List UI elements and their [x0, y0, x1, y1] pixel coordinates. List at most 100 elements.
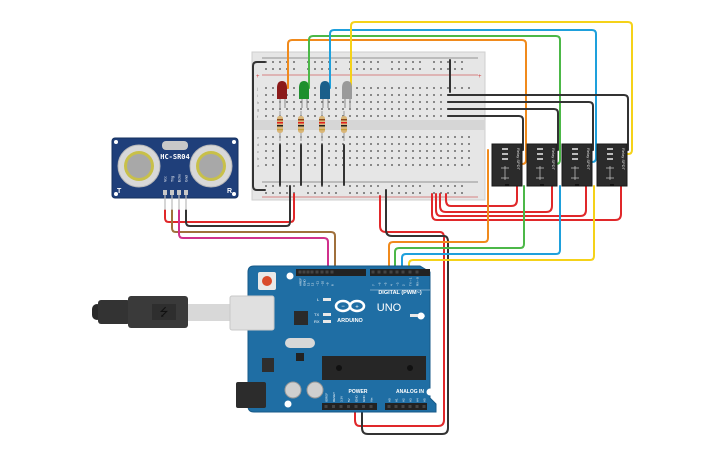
- breadboard-hole[interactable]: [426, 157, 428, 159]
- resistor[interactable]: [298, 111, 304, 141]
- rail-hole[interactable]: [272, 192, 274, 194]
- breadboard-hole[interactable]: [370, 115, 372, 117]
- rail-hole[interactable]: [447, 61, 449, 63]
- breadboard-hole[interactable]: [279, 108, 281, 110]
- breadboard-hole[interactable]: [405, 143, 407, 145]
- rail-hole[interactable]: [419, 192, 421, 194]
- breadboard-hole[interactable]: [286, 157, 288, 159]
- breadboard-hole[interactable]: [391, 115, 393, 117]
- breadboard-hole[interactable]: [328, 164, 330, 166]
- rail-hole[interactable]: [377, 68, 379, 70]
- breadboard-hole[interactable]: [328, 108, 330, 110]
- rail-hole[interactable]: [391, 192, 393, 194]
- breadboard-hole[interactable]: [363, 115, 365, 117]
- rail-hole[interactable]: [279, 192, 281, 194]
- breadboard-hole[interactable]: [405, 94, 407, 96]
- rail-hole[interactable]: [265, 185, 267, 187]
- breadboard-hole[interactable]: [391, 94, 393, 96]
- resistor[interactable]: [341, 111, 347, 141]
- breadboard-hole[interactable]: [272, 157, 274, 159]
- breadboard-hole[interactable]: [426, 136, 428, 138]
- breadboard-hole[interactable]: [433, 164, 435, 166]
- breadboard-hole[interactable]: [293, 157, 295, 159]
- rail-hole[interactable]: [356, 61, 358, 63]
- header-pin[interactable]: [371, 270, 375, 274]
- breadboard-hole[interactable]: [356, 143, 358, 145]
- breadboard-hole[interactable]: [384, 150, 386, 152]
- rail-hole[interactable]: [405, 185, 407, 187]
- breadboard-hole[interactable]: [335, 157, 337, 159]
- breadboard-hole[interactable]: [265, 87, 267, 89]
- breadboard-hole[interactable]: [349, 143, 351, 145]
- analog-pin[interactable]: [387, 405, 391, 408]
- breadboard-hole[interactable]: [419, 136, 421, 138]
- wire-red-relay-1[interactable]: [445, 185, 518, 207]
- breadboard-hole[interactable]: [419, 143, 421, 145]
- breadboard-hole[interactable]: [328, 150, 330, 152]
- breadboard-hole[interactable]: [433, 101, 435, 103]
- breadboard-hole[interactable]: [307, 136, 309, 138]
- header-pin[interactable]: [302, 270, 306, 274]
- breadboard-hole[interactable]: [454, 136, 456, 138]
- breadboard-hole[interactable]: [377, 87, 379, 89]
- breadboard-hole[interactable]: [370, 136, 372, 138]
- breadboard-hole[interactable]: [412, 143, 414, 145]
- breadboard-hole[interactable]: [398, 94, 400, 96]
- breadboard-hole[interactable]: [426, 94, 428, 96]
- breadboard-hole[interactable]: [356, 108, 358, 110]
- breadboard-hole[interactable]: [272, 143, 274, 145]
- breadboard-hole[interactable]: [363, 136, 365, 138]
- rail-hole[interactable]: [279, 61, 281, 63]
- rail-hole[interactable]: [377, 61, 379, 63]
- led-gray[interactable]: [342, 81, 352, 108]
- breadboard-hole[interactable]: [454, 150, 456, 152]
- breadboard-hole[interactable]: [286, 108, 288, 110]
- rail-hole[interactable]: [454, 68, 456, 70]
- breadboard-hole[interactable]: [398, 143, 400, 145]
- analog-pin[interactable]: [415, 405, 419, 408]
- rail-hole[interactable]: [363, 192, 365, 194]
- breadboard-hole[interactable]: [447, 87, 449, 89]
- rail-hole[interactable]: [433, 185, 435, 187]
- breadboard-hole[interactable]: [307, 164, 309, 166]
- rail-hole[interactable]: [370, 185, 372, 187]
- power-pin[interactable]: [354, 405, 358, 408]
- breadboard-hole[interactable]: [293, 150, 295, 152]
- wire-yellow-pin2[interactable]: [408, 185, 595, 273]
- rail-hole[interactable]: [433, 192, 435, 194]
- relay-module[interactable]: Relay SPDT: [491, 143, 523, 187]
- rail-hole[interactable]: [433, 68, 435, 70]
- breadboard-hole[interactable]: [440, 150, 442, 152]
- breadboard-hole[interactable]: [314, 157, 316, 159]
- breadboard-hole[interactable]: [447, 164, 449, 166]
- breadboard-hole[interactable]: [384, 164, 386, 166]
- breadboard-hole[interactable]: [454, 157, 456, 159]
- breadboard-hole[interactable]: [349, 157, 351, 159]
- wire-black-relay-1[interactable]: [447, 94, 629, 151]
- rail-hole[interactable]: [349, 192, 351, 194]
- wire-black-sensor-gnd[interactable]: [185, 185, 291, 227]
- breadboard-hole[interactable]: [286, 143, 288, 145]
- breadboard-hole[interactable]: [328, 157, 330, 159]
- rail-hole[interactable]: [314, 192, 316, 194]
- wire-orange-pin5[interactable]: [388, 149, 489, 273]
- header-pin[interactable]: [395, 270, 399, 274]
- breadboard-hole[interactable]: [314, 101, 316, 103]
- rail-hole[interactable]: [398, 185, 400, 187]
- breadboard-hole[interactable]: [265, 143, 267, 145]
- breadboard-hole[interactable]: [342, 136, 344, 138]
- rail-hole[interactable]: [398, 61, 400, 63]
- breadboard-hole[interactable]: [265, 150, 267, 152]
- rail-hole[interactable]: [370, 68, 372, 70]
- analog-pin[interactable]: [394, 405, 398, 408]
- breadboard-hole[interactable]: [384, 143, 386, 145]
- breadboard-hole[interactable]: [300, 108, 302, 110]
- breadboard-hole[interactable]: [363, 108, 365, 110]
- rail-hole[interactable]: [440, 61, 442, 63]
- header-pin[interactable]: [298, 270, 302, 274]
- sensor-pin[interactable]: [184, 190, 188, 195]
- breadboard-hole[interactable]: [412, 150, 414, 152]
- breadboard-hole[interactable]: [307, 150, 309, 152]
- breadboard-hole[interactable]: [426, 101, 428, 103]
- rail-hole[interactable]: [272, 68, 274, 70]
